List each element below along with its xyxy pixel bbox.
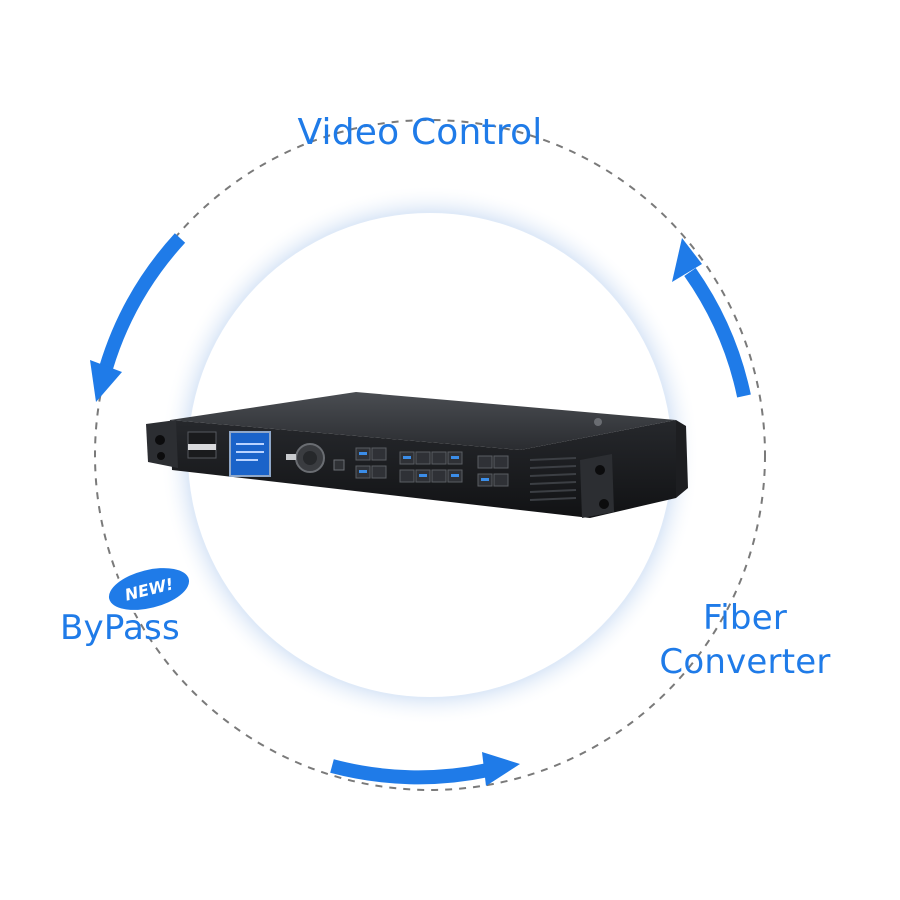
button-group-3 [477, 455, 509, 487]
video-processor-device [146, 392, 688, 518]
new-badge-text: NEW! [122, 573, 176, 605]
button-group-1 [355, 447, 387, 479]
label-fiber-converter: Fiber Converter [650, 596, 840, 684]
rack-ear-right [580, 454, 614, 518]
circular-arrow-icon-bottom [330, 752, 520, 786]
brand-logo-icon [594, 418, 602, 426]
circular-arrow-icon-right [672, 238, 751, 398]
label-fiber-line2: Converter [659, 642, 831, 682]
circular-arrow-icon-left [90, 233, 186, 402]
button-group-2 [399, 451, 463, 483]
label-video-control: Video Control [297, 112, 543, 153]
vent-grille [529, 457, 577, 501]
dashed-ring [94, 119, 766, 791]
lcd-screen [229, 431, 271, 477]
label-bypass: ByPass [60, 608, 180, 648]
label-fiber-line1: Fiber [702, 598, 787, 638]
